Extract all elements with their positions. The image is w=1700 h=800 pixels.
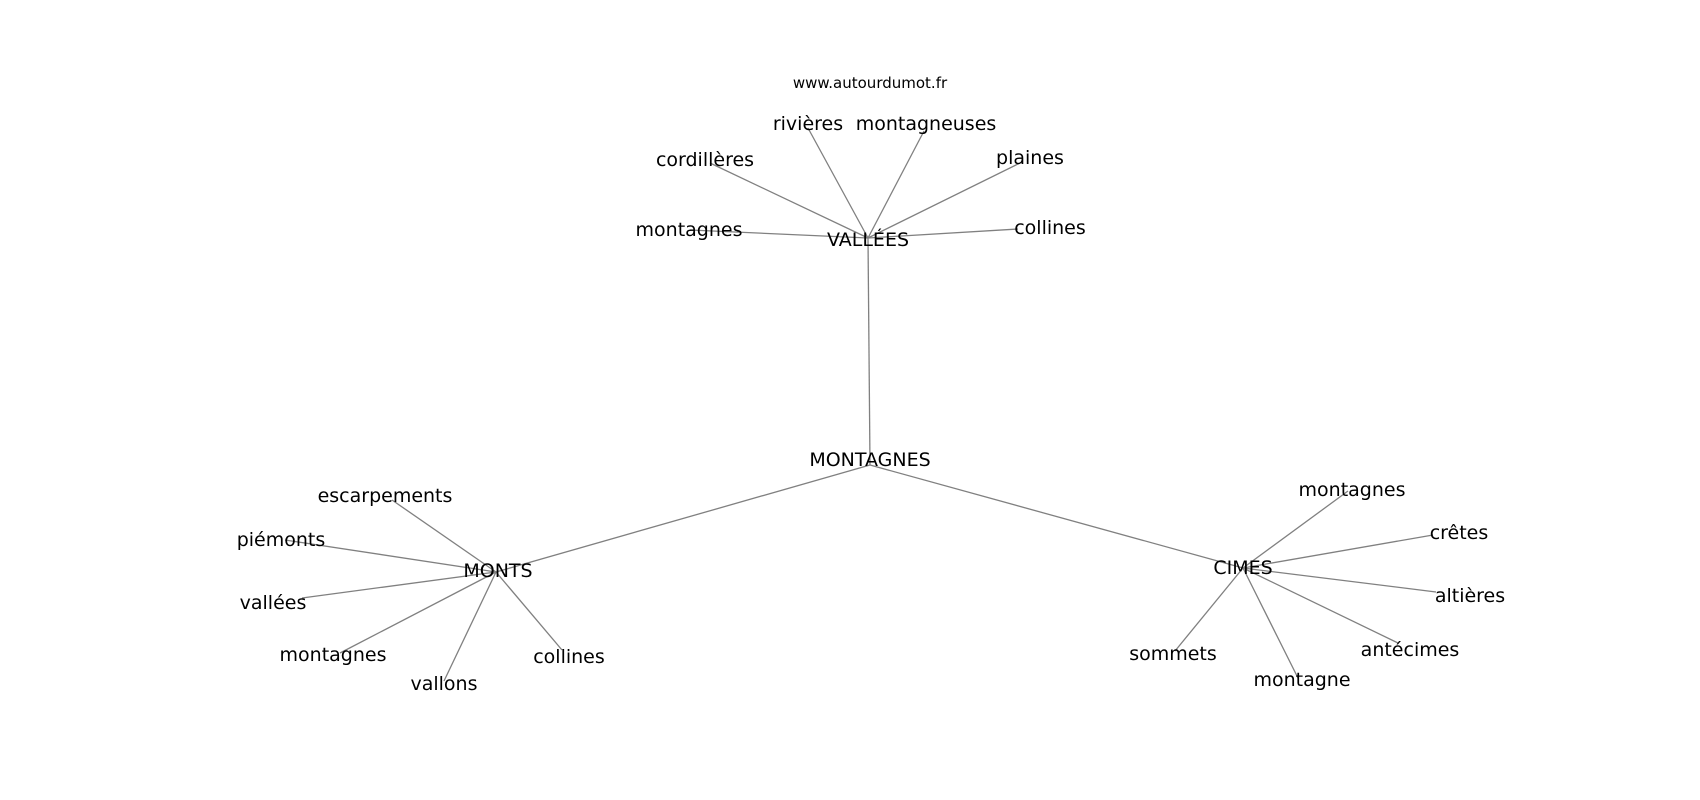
edge-root-to-monts bbox=[495, 464, 871, 573]
edge-vallees-to-vallees-montagneuses bbox=[867, 130, 925, 239]
word-node-monts-montagnes[interactable]: montagnes bbox=[280, 644, 387, 666]
cluster-node-cimes[interactable]: CIMES bbox=[1213, 557, 1272, 579]
word-node-vallees-plaines[interactable]: plaines bbox=[996, 147, 1064, 169]
cluster-node-monts[interactable]: MONTS bbox=[463, 560, 532, 582]
edge-cimes-to-cimes-montagne bbox=[1242, 567, 1299, 679]
edge-cimes-to-cimes-altieres bbox=[1242, 567, 1437, 593]
word-node-cimes-cretes[interactable]: crêtes bbox=[1430, 522, 1489, 544]
edge-monts-to-monts-escarpements bbox=[391, 499, 497, 573]
word-node-cimes-antecimes[interactable]: antécimes bbox=[1361, 639, 1460, 661]
word-node-vallees-montagneuses[interactable]: montagneuses bbox=[856, 113, 997, 135]
word-node-cimes-sommets[interactable]: sommets bbox=[1129, 643, 1217, 665]
word-node-vallees-montagnes[interactable]: montagnes bbox=[636, 219, 743, 241]
edge-cimes-to-cimes-sommets bbox=[1174, 567, 1244, 652]
word-node-monts-piemonts[interactable]: piémonts bbox=[237, 529, 326, 551]
edge-monts-to-monts-piemonts bbox=[284, 539, 497, 573]
graph-labels: MONTAGNES VALLÉES montagnes cordillères rivi… bbox=[237, 113, 1505, 695]
edge-vallees-to-vallees-plaines bbox=[867, 161, 1023, 239]
graph-edges bbox=[284, 127, 1437, 682]
edge-cimes-to-cimes-montagnes bbox=[1242, 490, 1349, 569]
edge-vallees-to-vallees-collines bbox=[867, 228, 1019, 239]
cluster-node-vallees[interactable]: VALLÉES bbox=[827, 228, 909, 251]
word-node-vallees-cordilleres[interactable]: cordillères bbox=[656, 149, 754, 171]
site-url: www.autourdumot.fr bbox=[793, 74, 948, 92]
word-node-monts-escarpements[interactable]: escarpements bbox=[318, 485, 453, 507]
edge-cimes-to-cimes-antecimes bbox=[1242, 567, 1399, 644]
root-node-label[interactable]: MONTAGNES bbox=[809, 449, 930, 471]
edge-vallees-to-vallees-rivieres bbox=[807, 127, 869, 239]
word-node-monts-collines[interactable]: collines bbox=[533, 646, 605, 668]
edge-monts-to-monts-vallons bbox=[443, 571, 497, 682]
word-node-cimes-montagne[interactable]: montagne bbox=[1253, 669, 1350, 691]
edge-monts-to-monts-collines bbox=[495, 571, 563, 651]
word-node-cimes-montagnes[interactable]: montagnes bbox=[1299, 479, 1406, 501]
word-node-monts-vallees[interactable]: vallées bbox=[240, 592, 307, 614]
edge-cimes-to-cimes-cretes bbox=[1242, 534, 1434, 569]
edge-vallees-to-vallees-cordilleres bbox=[709, 162, 869, 239]
edge-root-to-cimes bbox=[869, 464, 1244, 569]
word-node-cimes-altieres[interactable]: altières bbox=[1435, 585, 1505, 607]
word-node-vallees-rivieres[interactable]: rivières bbox=[773, 113, 843, 135]
word-node-monts-vallons[interactable]: vallons bbox=[410, 673, 477, 695]
edge-vallees-to-vallees-montagnes bbox=[689, 229, 869, 239]
edge-monts-to-monts-montagnes bbox=[339, 571, 497, 654]
word-node-vallees-collines[interactable]: collines bbox=[1014, 217, 1086, 239]
edge-monts-to-monts-vallees bbox=[301, 571, 497, 599]
edge-root-to-vallees bbox=[867, 237, 871, 466]
